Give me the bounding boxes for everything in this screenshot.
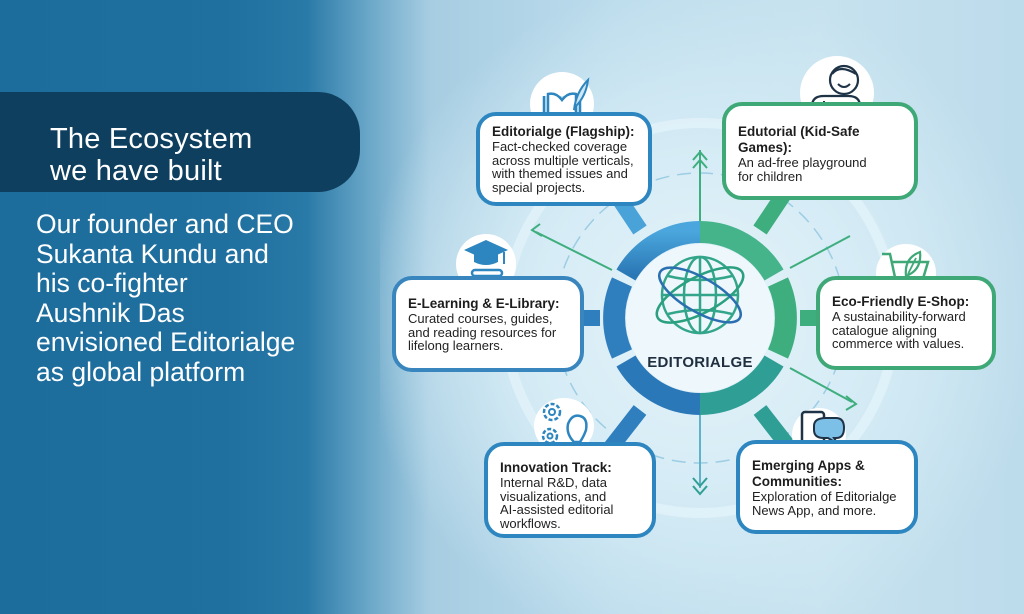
node-card-emerging-apps: Emerging Apps & Communities: Exploration… <box>736 440 918 534</box>
node-body-line: Internal R&D, data <box>500 475 607 490</box>
node-body-line: visualizations, and <box>500 488 607 504</box>
description-line: Aushnik Das <box>36 297 185 328</box>
node-body-line: for children <box>738 168 803 184</box>
node-title: Editorialge (Flagship): <box>492 124 635 139</box>
title-line: we have built <box>50 155 222 187</box>
globe-orbit-icon <box>655 255 745 335</box>
description-line: Sukanta Kundu and <box>36 238 269 269</box>
node-body-line: and reading resources for <box>408 324 557 340</box>
description-line: Our founder and CEO <box>36 209 294 239</box>
description-line: his co-fighter <box>36 268 188 298</box>
node-title: Edutorial (Kid-Safe <box>738 124 860 139</box>
title-line: The Ecosystem <box>50 123 253 155</box>
node-body-line: with themed issues and <box>492 166 628 181</box>
hub-label: EDITORIALGE <box>647 354 753 371</box>
node-body-line: across multiple verticals, <box>492 152 634 168</box>
node-card-flagship: Editorialge (Flagship): Fact-checked cov… <box>476 112 652 206</box>
node-body-line: special projects. <box>492 179 586 195</box>
node-body-line: commerce with values. <box>832 336 965 351</box>
node-card-e-learning: E-Learning & E-Library: Curated courses,… <box>392 276 584 372</box>
node-body-line: Exploration of Editorialge <box>752 489 897 504</box>
node-body-line: lifelong learners. <box>408 338 504 353</box>
page-title: The Ecosystem we have built <box>50 123 350 187</box>
node-title: Emerging Apps & <box>752 458 865 473</box>
node-body-line: AI-assisted editorial <box>500 502 614 517</box>
node-body-line: Fact-checked coverage <box>492 139 628 154</box>
node-body-line: workflows. <box>500 515 561 531</box>
node-card-eco-shop: Eco-Friendly E-Shop: A sustainability-fo… <box>816 276 996 370</box>
node-body-line: An ad-free playground <box>738 155 867 170</box>
node-body-line: catalogue aligning <box>832 322 937 338</box>
description-line: as global platform <box>36 356 246 387</box>
node-body-line: A sustainability-forward <box>832 309 966 324</box>
node-title: Eco-Friendly E-Shop: <box>832 294 970 309</box>
node-title: Communities: <box>752 474 843 489</box>
node-body-line: Curated courses, guides, <box>408 311 553 326</box>
description-line: envisioned Editorialge <box>36 327 296 357</box>
title-banner <box>0 92 360 192</box>
founder-description: Our founder and CEO Sukanta Kundu and hi… <box>36 209 376 387</box>
node-card-kid-safe-games: Edutorial (Kid-Safe Games): An ad-free p… <box>722 102 918 200</box>
node-title: Innovation Track: <box>500 460 612 475</box>
node-title: E-Learning & E-Library: <box>408 296 560 311</box>
node-body-line: News App, and more. <box>752 502 877 518</box>
node-card-innovation: Innovation Track: Internal R&D, data vis… <box>484 442 656 538</box>
node-title: Games): <box>738 140 793 155</box>
